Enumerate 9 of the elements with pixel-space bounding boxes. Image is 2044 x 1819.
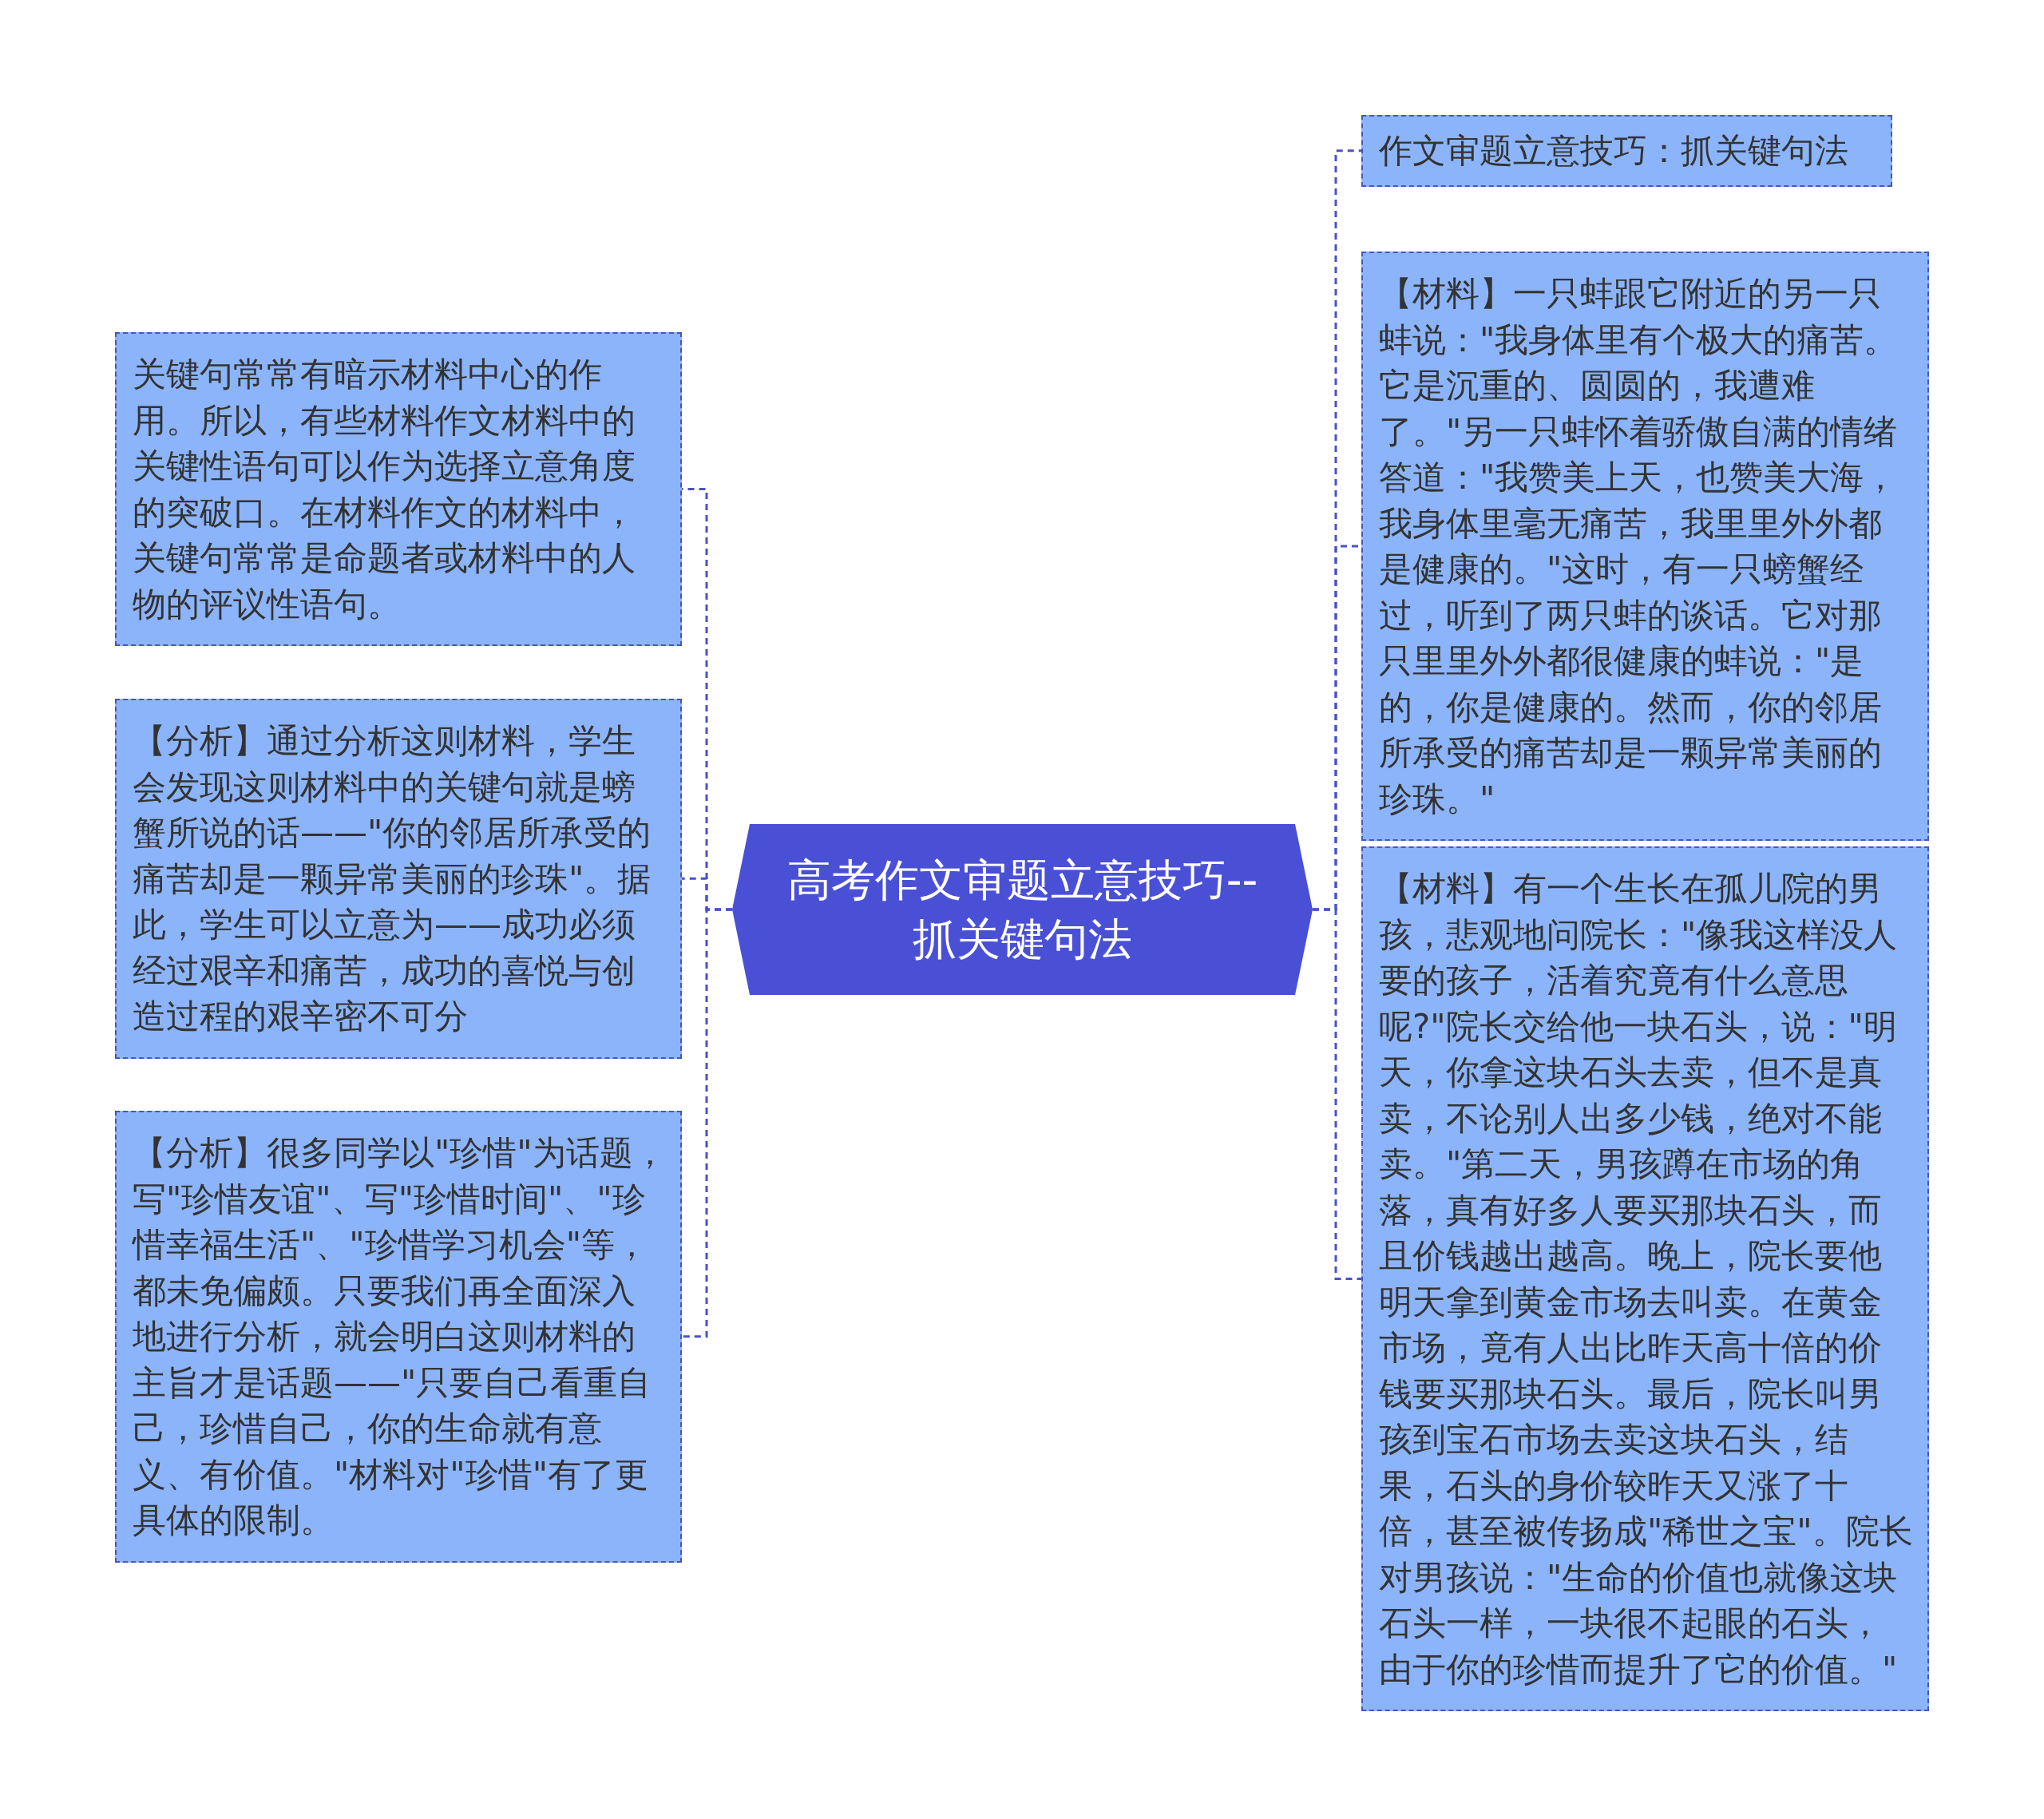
- topic-box: 【分析】通过分析这则材料，学生会发现这则材料中的关键句就是螃蟹所说的话——"你的邻居所承受的痛苦却是一颗异常美丽的珍珠"。据此，学生可以立意为——成功必须经过艰辛和痛苦，成功的喜悦与创造过程的艰辛密不可分: [115, 699, 682, 1059]
- topic-box: 作文审题立意技巧：抓关键句法: [1361, 115, 1892, 187]
- central-topic-hexagon: 高考作文审题立意技巧--抓关键句法: [732, 824, 1313, 995]
- topic-box: 关键句常常有暗示材料中心的作用。所以，有些材料作文材料中的关键性语句可以作为选择立意角度的突破口。在材料作文的材料中，关键句常常是命题者或材料中的人物的评议性语句。: [115, 332, 682, 646]
- topic-box: 【材料】一只蚌跟它附近的另一只蚌说："我身体里有个极大的痛苦。它是沉重的、圆圆的，我遭难了。"另一只蚌怀着骄傲自满的情绪答道："我赞美上天，也赞美大海，我身体里毫无痛苦，我里里外外都是健康的。"这时，有一只螃蟹经过，听到了两只蚌的谈话。它对那只里里外外都很健康的蚌说："是的，你是健康的。然而，你的邻居所承受的痛苦却是一颗异常美丽的珍珠。": [1361, 252, 1929, 841]
- connector-line: [1313, 908, 1361, 1280]
- topic-box: 【材料】有一个生长在孤儿院的男孩，悲观地问院长："像我这样没人要的孩子，活着究竟有什么意思呢?"院长交给他一块石头，说："明天，你拿这块石头去卖，但不是真卖，不论别人出多少钱，绝对不能卖。"第二天，男孩蹲在市场的角落，真有好多人要买那块石头，而且价钱越出越高。晚上，院长要他明天拿到黄金市场去叫卖。在黄金市场，竟有人出比昨天高十倍的价钱要买那块石头。最后，院长叫男孩到宝石市场去卖这块石头，结果，石头的身价较昨天又涨了十倍，甚至被传扬成"稀世之宝"。院长对男孩说："生命的价值也就像这块石头一样，一块很不起眼的石头，由于你的珍惜而提升了它的价值。": [1361, 846, 1929, 1711]
- connector-line: [682, 908, 732, 1338]
- topic-box: 【分析】很多同学以"珍惜"为话题，写"珍惜友谊"、写"珍惜时间"、"珍惜幸福生活"、"珍惜学习机会"等，都未免偏颇。只要我们再全面深入地进行分析，就会明白这则材料的主旨才是话题——"只要自己看重自己，珍惜自己，你的生命就有意义、有价值。"材料对"珍惜"有了更具体的限制。: [115, 1111, 682, 1563]
